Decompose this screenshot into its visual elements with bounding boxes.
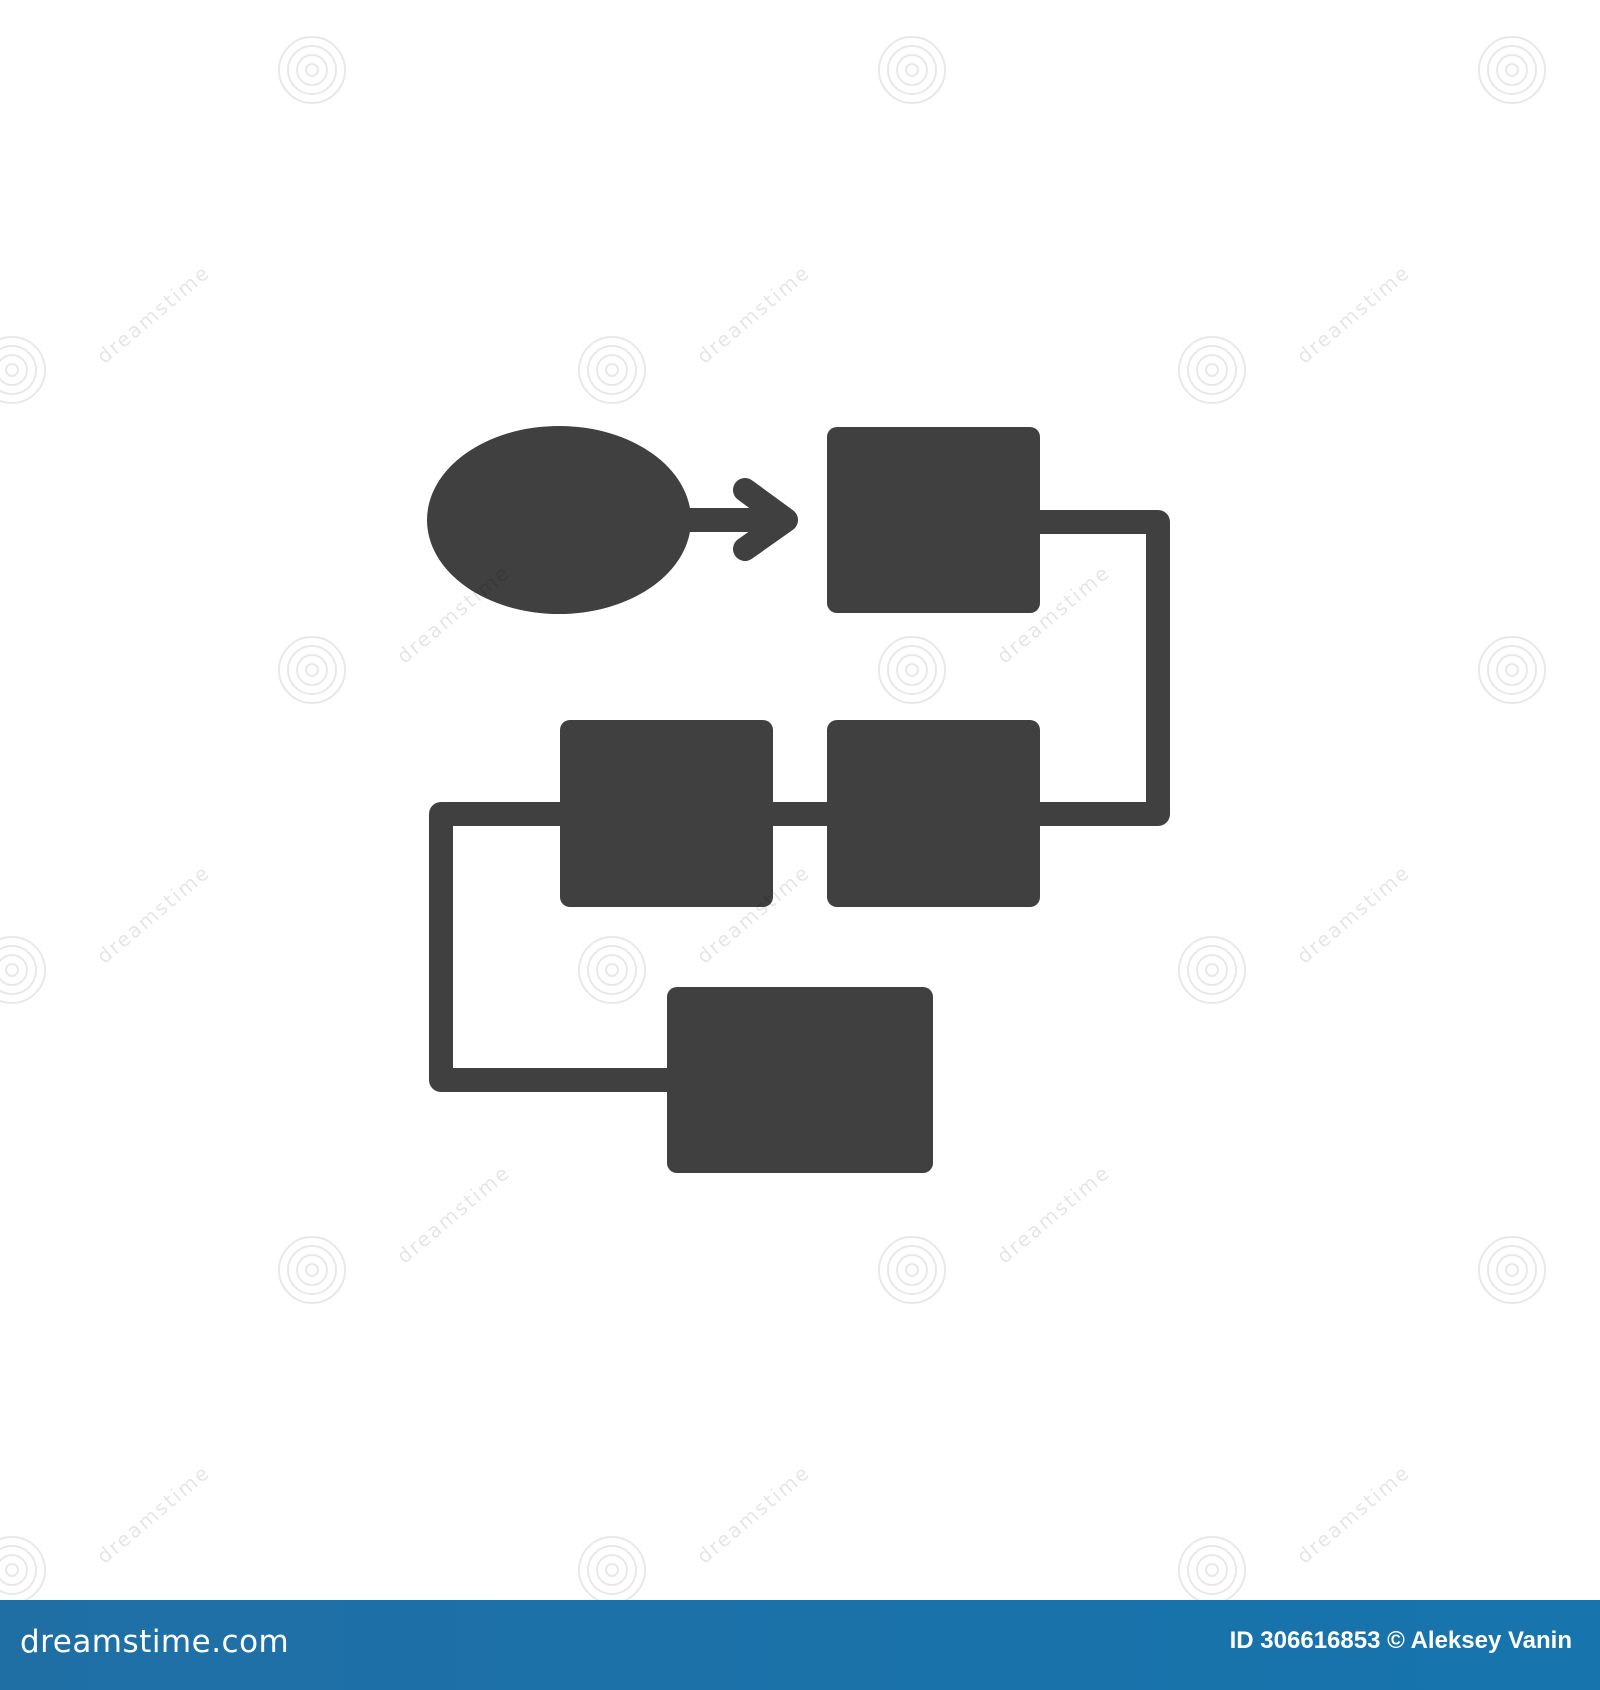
process-box-top-right xyxy=(827,427,1040,613)
arrow-head xyxy=(733,478,798,561)
footer-credit: ID 306616853 © Aleksey Vanin xyxy=(1229,1627,1572,1654)
footer-brand: dreamstime.com xyxy=(20,1624,290,1660)
process-box-middle-left xyxy=(560,720,773,907)
process-box-bottom xyxy=(667,987,933,1173)
footer-bar: dreamstime.com ID 306616853 © Aleksey Va… xyxy=(0,1600,1600,1690)
connector-line-top-right xyxy=(1018,510,1170,826)
process-box-middle-right xyxy=(827,720,1040,907)
oval-start-node xyxy=(427,426,691,614)
flowchart-icon xyxy=(427,426,1170,1173)
connector-line-left-loop xyxy=(429,802,680,1092)
